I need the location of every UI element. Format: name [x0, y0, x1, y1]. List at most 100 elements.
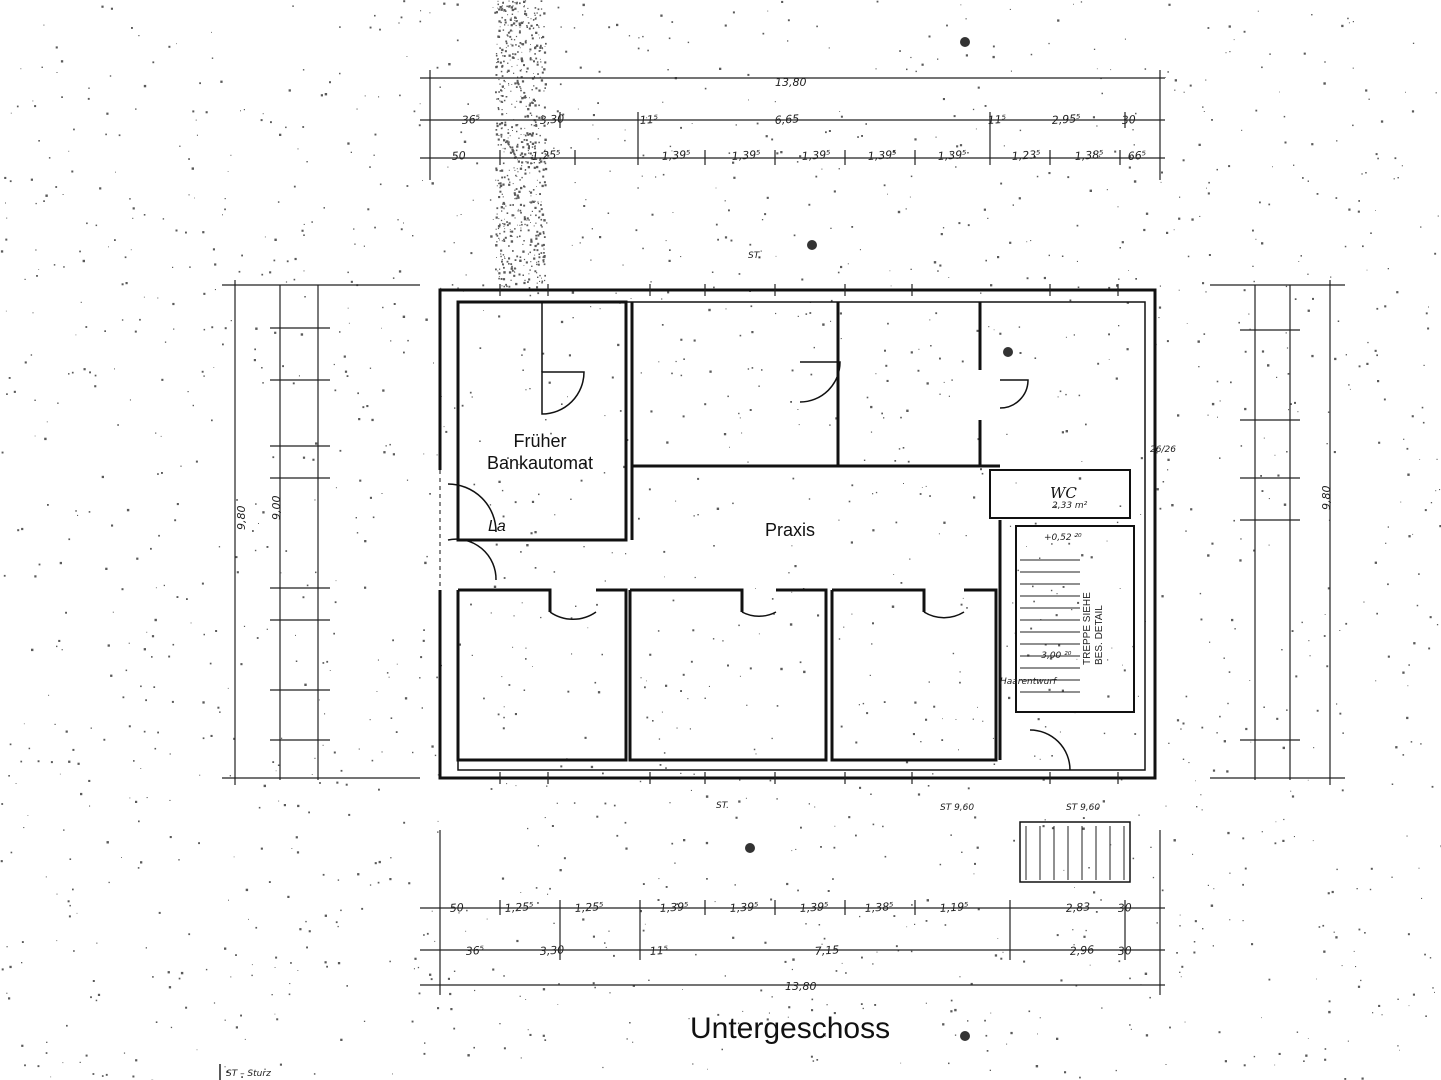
speckle	[975, 128, 977, 130]
legend-text: ST – Sturz	[226, 1069, 271, 1079]
speckle	[1418, 867, 1420, 869]
speckle	[489, 199, 492, 201]
speckle	[965, 18, 967, 20]
speckle	[875, 68, 877, 70]
speckle	[75, 510, 77, 512]
speckle	[724, 200, 726, 202]
speckle	[517, 159, 518, 161]
speckle	[1420, 226, 1422, 228]
speckle	[811, 1009, 814, 1012]
speckle	[530, 44, 531, 45]
speckle	[520, 21, 524, 24]
speckle	[509, 181, 511, 183]
speckle	[1381, 1014, 1383, 1016]
speckle	[955, 166, 957, 168]
speckle	[717, 238, 719, 241]
speckle	[675, 500, 677, 502]
speckle	[374, 133, 377, 136]
speckle	[652, 720, 654, 722]
speckle	[212, 248, 215, 251]
speckle	[717, 1013, 720, 1016]
speckle	[158, 911, 161, 914]
speckle	[238, 270, 241, 273]
speckle	[38, 140, 40, 142]
speckle	[53, 264, 56, 266]
speckle	[657, 899, 660, 901]
speckle	[492, 7, 494, 8]
speckle	[527, 108, 530, 111]
speckle	[565, 50, 568, 53]
speckle	[80, 792, 83, 796]
speckle	[359, 479, 362, 482]
speckle	[1412, 42, 1415, 44]
speckle	[1030, 53, 1033, 56]
speckle	[876, 0, 879, 3]
speckle	[829, 424, 831, 426]
speckle	[367, 208, 370, 211]
speckle	[495, 91, 497, 94]
door-swings	[447, 302, 1071, 771]
speckle	[509, 135, 511, 137]
speckle	[506, 224, 509, 227]
speckle	[398, 270, 402, 273]
speckle	[132, 1075, 135, 1078]
speckle	[1374, 561, 1377, 564]
speckle	[543, 90, 545, 92]
speckle	[203, 292, 206, 295]
speckle	[345, 783, 348, 786]
speckle	[895, 521, 898, 524]
speckle	[190, 622, 192, 624]
speckle	[272, 456, 275, 459]
speckle	[1259, 201, 1261, 204]
speckle	[543, 106, 546, 109]
speckle	[1065, 336, 1067, 338]
speckle	[1366, 362, 1369, 365]
speckle	[811, 998, 814, 1001]
speckle	[526, 219, 528, 221]
speckle	[155, 587, 157, 589]
speckle	[1336, 868, 1338, 871]
speckle	[542, 243, 545, 246]
speckle	[567, 396, 568, 398]
speckle	[1202, 282, 1205, 285]
speckle	[665, 240, 667, 242]
speckle	[1150, 846, 1152, 848]
speckle	[967, 1020, 969, 1022]
speckle	[92, 980, 95, 982]
speckle	[861, 956, 863, 959]
speckle	[1396, 291, 1399, 294]
speckle	[123, 1052, 126, 1054]
speckle	[537, 201, 539, 203]
speckle	[146, 631, 148, 633]
speckle	[540, 616, 542, 619]
speckle	[470, 603, 472, 606]
ink-dot	[960, 1031, 970, 1041]
speckle	[439, 86, 441, 88]
speckle	[59, 773, 61, 775]
speckle	[503, 238, 505, 241]
speckle	[1376, 354, 1378, 357]
speckle	[1107, 695, 1110, 698]
speckle	[533, 19, 535, 21]
speckle	[1202, 928, 1204, 930]
speckle	[292, 5, 294, 7]
speckle	[1358, 200, 1360, 202]
speckle	[497, 3, 499, 6]
speckle	[523, 64, 525, 67]
speckle	[1283, 503, 1287, 506]
speckle	[283, 804, 286, 807]
speckle	[571, 653, 573, 655]
speckle	[499, 187, 501, 189]
speckle	[185, 231, 187, 234]
speckle	[448, 63, 451, 66]
speckle	[456, 39, 459, 42]
speckle	[297, 148, 299, 150]
speckle	[357, 392, 359, 395]
speckle	[1268, 544, 1270, 546]
speckle	[525, 13, 528, 15]
speckle	[516, 145, 519, 148]
speckle	[1408, 664, 1410, 666]
speckle	[563, 857, 566, 860]
speckle	[808, 498, 811, 500]
